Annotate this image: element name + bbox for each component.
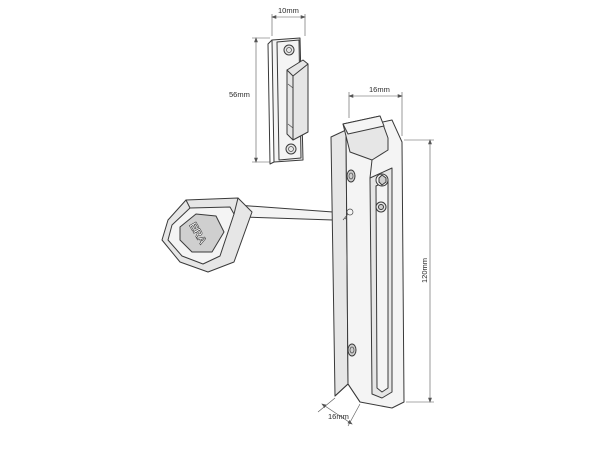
keeper-width-dimension: 10mm — [271, 6, 306, 36]
keeper-height-label: 56mm — [229, 90, 250, 99]
restrictor-bottom-width-label: 16mm — [328, 412, 349, 421]
restrictor-height-label: 120mm — [420, 258, 429, 283]
restrictor-bottom-width-dimension: 16mm — [317, 397, 361, 427]
key-symbol-icon — [342, 208, 354, 221]
restrictor-top-width-dimension: 16mm — [348, 85, 403, 136]
restrictor-body — [330, 115, 405, 409]
hex-key: ERA — [161, 197, 334, 273]
keeper-plate — [267, 37, 309, 165]
restrictor-top-width-label: 16mm — [369, 85, 390, 94]
keeper-height-dimension: 56mm — [229, 37, 270, 163]
keeper-width-label: 10mm — [278, 6, 299, 15]
restrictor-height-dimension: 120mm — [404, 139, 434, 403]
